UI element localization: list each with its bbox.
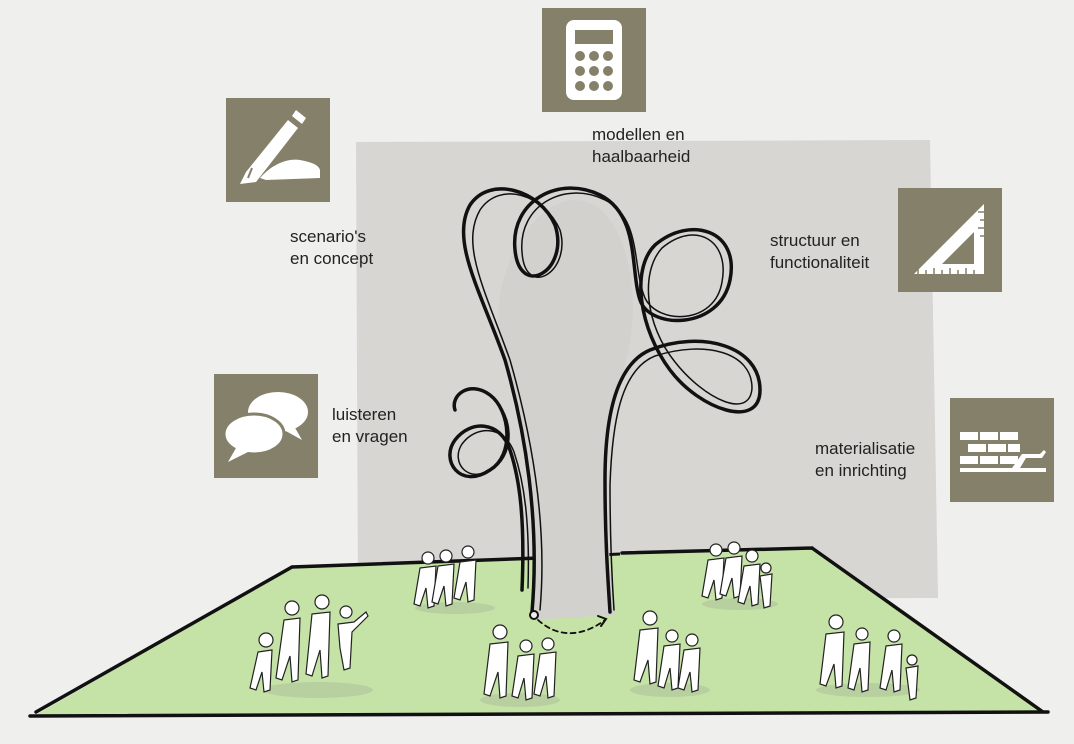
set-square-icon: [914, 204, 984, 274]
tree-trunk: [498, 200, 633, 620]
calculator-icon: [566, 20, 622, 100]
calculator-tile: [542, 8, 646, 112]
background-panel: [356, 140, 938, 600]
people-group: [413, 545, 495, 614]
people-group: [816, 614, 920, 701]
label-structure: structuur en functionaliteit: [770, 231, 870, 272]
label-materials: materialisatie en inrichting: [815, 439, 916, 480]
label-scenarios: scenario's en concept: [290, 227, 374, 268]
people-group: [701, 541, 778, 610]
label-listen: luisteren en vragen: [332, 405, 408, 446]
speech-bubbles-icon: [222, 392, 308, 462]
set-square-tile: [898, 188, 1002, 292]
people-group: [249, 594, 373, 698]
people-groups: [249, 541, 920, 707]
people-group: [630, 610, 710, 697]
green-field: [34, 548, 1043, 716]
label-models: modellen en haalbaarheid: [592, 125, 691, 166]
bricks-trowel-icon: [960, 432, 1046, 472]
bricks-trowel-tile: [950, 398, 1054, 502]
tree-scribble: [448, 186, 762, 635]
pencil-hand-icon: [240, 110, 320, 184]
pencil-hand-tile: [226, 98, 330, 202]
people-group: [480, 624, 560, 707]
speech-bubbles-tile: [214, 374, 318, 478]
